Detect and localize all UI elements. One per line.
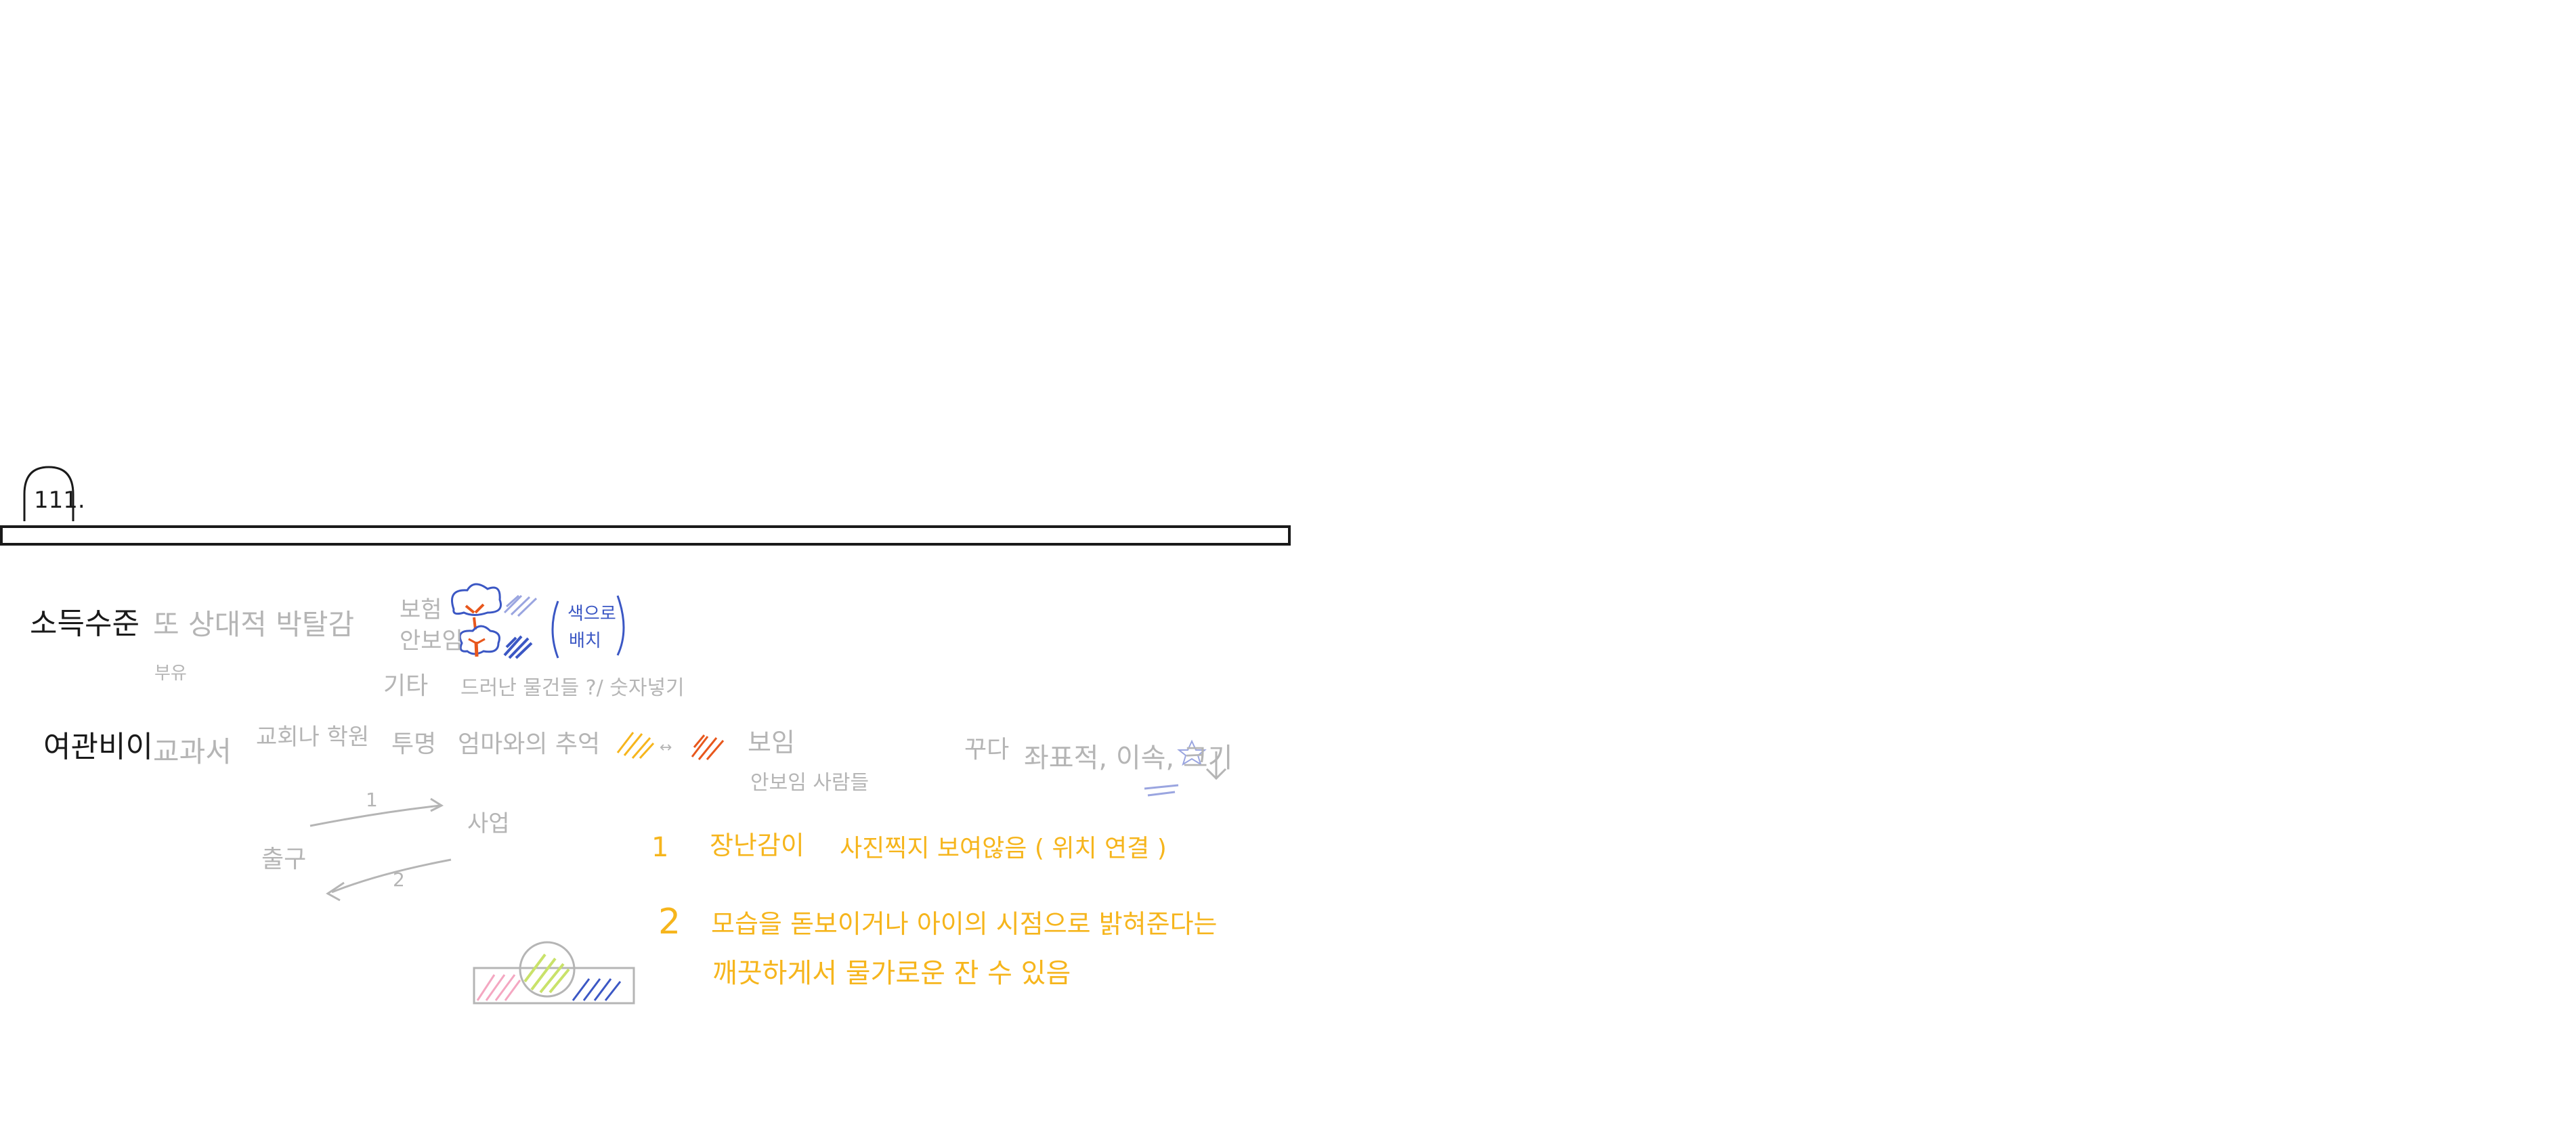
row2-text-c: 투명 <box>391 730 437 758</box>
bracket-text-bottom: 배치 <box>569 631 601 651</box>
other-note: 드러난 물건들 ?/ 숫자넣기 <box>460 676 685 700</box>
cycle-left: 출구 <box>261 845 307 873</box>
tree-icon-top <box>451 583 502 630</box>
page-marker-arch <box>23 466 74 521</box>
bracket-text-top: 색으로 <box>567 604 616 624</box>
tree-icon-bottom <box>458 625 500 657</box>
hatch-yellow <box>616 732 655 760</box>
hatch-blue-small <box>572 978 622 1001</box>
page-marker: 111. <box>34 487 85 514</box>
row2-label-sub: 안보임 사람들 <box>750 771 870 795</box>
tree-label-top: 보험 <box>400 596 442 623</box>
tree-label-bottom: 안보임 <box>400 628 463 655</box>
hatch-green <box>523 953 570 994</box>
hatch-pink <box>476 974 521 1001</box>
bracket-right <box>616 595 625 656</box>
note2-text: 모습을 돋보이거나 아이의 시점으로 밝혀준다는 <box>711 909 1218 939</box>
row1-heading: 소득수준 <box>30 607 139 641</box>
row2-right-a: 꾸다 <box>964 736 1010 764</box>
row2-right-b: 좌표적, 이속, 크기 <box>1024 743 1233 774</box>
note1-text: 장난감이 <box>710 831 804 860</box>
note1-number: 1 <box>651 832 669 863</box>
cycle-arrow-bottom <box>326 858 452 902</box>
magnifier-circle <box>519 941 576 998</box>
underline-marks <box>1144 784 1179 797</box>
row2-text-b: 교회나 학원 <box>256 724 370 751</box>
row2-heading: 여관비이 <box>43 730 153 764</box>
cycle-num-1: 1 <box>366 789 378 811</box>
row2-label-bo: 보임 <box>748 728 795 757</box>
row1-text-main: 또 상대적 박탈감 <box>153 608 355 641</box>
hatch-light-blue <box>503 594 538 617</box>
note2-number: 2 <box>658 902 681 942</box>
cycle-num-2: 2 <box>393 868 405 891</box>
sketch-box <box>473 967 635 1005</box>
header-bar <box>0 525 1291 546</box>
row2-text-a: 교과서 <box>153 735 232 768</box>
hatch-orange <box>691 734 725 760</box>
note1-text-2: 사진찍지 보여않음 ( 위치 연결 ) <box>840 835 1167 862</box>
star-icon <box>1177 739 1207 766</box>
bracket-left <box>551 600 559 659</box>
down-arrow-icon <box>1205 751 1227 780</box>
row1-text-sub: 부유 <box>154 663 187 684</box>
row2-arrow-sep: ↔ <box>660 739 672 756</box>
cycle-arrow-top <box>309 797 444 827</box>
cycle-right: 사업 <box>467 810 510 837</box>
hatch-dark-blue <box>503 635 533 659</box>
other-label: 기타 <box>383 672 429 700</box>
note2-text-2: 깨끗하게서 물가로운 잔 수 있음 <box>712 958 1071 989</box>
row2-text-d: 엄마와의 추억 <box>458 730 601 758</box>
